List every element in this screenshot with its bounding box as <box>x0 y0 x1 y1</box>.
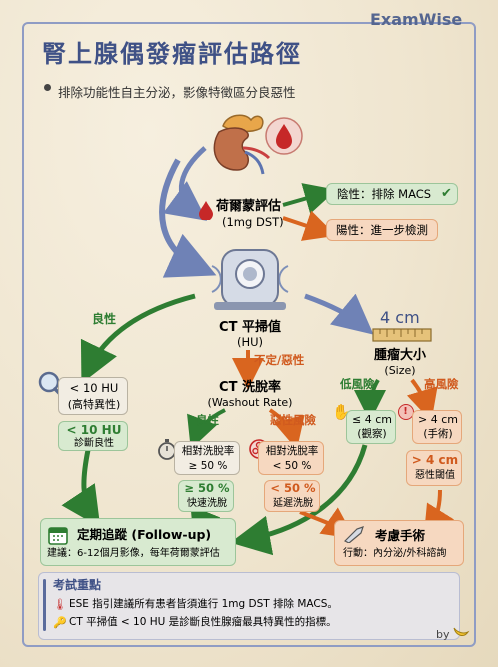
size-threshold-desc: 惡性閾值 <box>415 470 455 481</box>
washout-low-value: < 50 % <box>272 460 312 472</box>
size-threshold-box: > 4 cm 惡性閾值 <box>406 450 462 486</box>
thermometer-icon: 🌡 <box>53 598 67 611</box>
page-title: 腎上腺偶發瘤評估路徑 <box>42 40 302 68</box>
low-hu-value: < 10 HU <box>66 423 122 437</box>
notes-title: 考試重點 <box>53 578 102 592</box>
dst-subtitle: (1mg DST) <box>222 215 284 229</box>
surgery-box: 考慮手術 行動：內分泌/外科諮詢 <box>334 520 464 566</box>
subtitle: 排除功能性自主分泌，影像特徵區分良惡性 <box>58 85 296 100</box>
banana-logo-icon <box>453 627 470 636</box>
size-low-risk-label: 低風險 <box>340 377 375 391</box>
low-hu-title: < 10 HU <box>69 381 119 395</box>
washout-low-box: 相對洗脫率 < 50 % <box>258 441 324 475</box>
washout-delayed-desc: 延遲洗脫 <box>273 498 313 509</box>
dst-positive-text: 陽性：進一步檢測 <box>336 223 428 237</box>
border-frame <box>22 22 476 647</box>
washout-high-title: 相對洗脫率 <box>181 445 235 457</box>
size-small-value: ≤ 4 cm <box>352 413 392 426</box>
scalpel-icon <box>343 526 364 543</box>
ct-subtitle: (HU) <box>236 335 264 349</box>
washout-benign-label: 良性 <box>196 413 219 427</box>
dst-negative-box: 陰性：排除 MACS ✔ <box>326 183 458 205</box>
arrow-washout-benign <box>187 408 226 450</box>
ct-scanner-icon <box>211 249 289 310</box>
washout-fast-value: ≥ 50 % <box>184 481 230 495</box>
washout-low-title: 相對洗脫率 <box>265 445 319 457</box>
low-hu-diagnosis: 診斷良性 <box>74 438 114 449</box>
washout-high-value: ≥ 50 % <box>188 460 228 472</box>
ct-benign-label: 良性 <box>92 312 117 326</box>
arrow-ct-benign <box>80 293 196 384</box>
bullet-dot <box>44 84 51 91</box>
washout-delayed-box: < 50 % 延遲洗脫 <box>264 480 320 512</box>
ct-indeterminate-label: 不定/惡性 <box>254 353 305 367</box>
washout-title: CT 洗脫率 <box>219 380 281 395</box>
brand-logo: ExamWise <box>370 10 463 29</box>
arrow-to-dst <box>163 146 208 221</box>
note-item-1: ESE 指引建議所有患者皆須進行 1mg DST 排除 MACS。 <box>69 598 338 610</box>
washout-subtitle: (Washout Rate) <box>207 396 293 409</box>
notes-accent-bar <box>43 579 46 631</box>
dst-positive-box: 陽性：進一步檢測 <box>326 219 438 241</box>
surgery-desc: 行動：內分泌/外科諮詢 <box>343 548 447 559</box>
followup-title: 定期追蹤 (Follow-up) <box>77 527 212 542</box>
dst-negative-text: 陰性：排除 MACS <box>337 187 432 201</box>
washout-delayed-value: < 50 % <box>270 481 316 495</box>
dst-title: 荷爾蒙評估 <box>216 199 282 214</box>
check-icon: ✔ <box>441 186 452 201</box>
followup-desc: 建議：6-12個月影像，每年荷爾蒙評估 <box>47 548 220 559</box>
key-icon: 🔑 <box>53 616 67 629</box>
washout-fast-box: ≥ 50 % 快速洗脫 <box>178 480 234 512</box>
arrow-washout-risk <box>268 408 305 450</box>
surgery-title: 考慮手術 <box>375 528 426 543</box>
arrow-to-ct <box>159 158 217 278</box>
size-large-box: > 4 cm (手術) <box>412 410 462 444</box>
size-subtitle: (Size) <box>384 364 416 377</box>
ruler-icon <box>372 328 432 342</box>
calendar-icon <box>48 527 68 545</box>
size-small-box: ≤ 4 cm (觀察) <box>346 410 396 444</box>
washout-high-box: 相對洗脫率 ≥ 50 % <box>174 441 240 475</box>
blood-drop-icon <box>199 201 213 220</box>
signature-text: by <box>436 628 450 641</box>
size-high-risk-label: 高風險 <box>424 377 459 391</box>
size-small-sub: (觀察) <box>357 428 387 440</box>
exam-notes-box: 考試重點 🌡 ESE 指引建議所有患者皆須進行 1mg DST 排除 MACS。… <box>38 572 460 640</box>
low-hu-sub: (高特異性) <box>67 398 121 411</box>
followup-box: 定期追蹤 (Follow-up) 建議：6-12個月影像，每年荷爾蒙評估 <box>40 518 236 566</box>
washout-fast-desc: 快速洗脫 <box>187 498 227 509</box>
washout-risk-label: 惡性風險 <box>270 413 316 427</box>
size-large-sub: (手術) <box>423 428 453 440</box>
size-large-value: > 4 cm <box>418 413 458 426</box>
low-hu-box: < 10 HU (高特異性) <box>58 377 128 415</box>
blood-drop-circle-icon <box>265 117 303 155</box>
ct-title: CT 平掃值 <box>219 320 281 335</box>
ruler-label: 4 cm <box>380 308 420 327</box>
arrow-dst-positive <box>282 210 337 241</box>
size-title: 腫瘤大小 <box>373 348 426 363</box>
note-item-2: CT 平掃值 < 10 HU 是診斷良性腺瘤最具特異性的指標。 <box>69 616 337 628</box>
adrenal-kidney-icon <box>213 114 271 175</box>
arrow-size-low <box>354 378 387 422</box>
arrow-dst-negative <box>282 183 337 214</box>
arrow-size-high <box>406 378 438 422</box>
arrow-ct-size <box>304 293 374 335</box>
low-hu-result-box: < 10 HU 診斷良性 <box>58 421 128 451</box>
size-threshold-value: > 4 cm <box>411 453 459 467</box>
arrow-hu-followup <box>61 449 101 528</box>
